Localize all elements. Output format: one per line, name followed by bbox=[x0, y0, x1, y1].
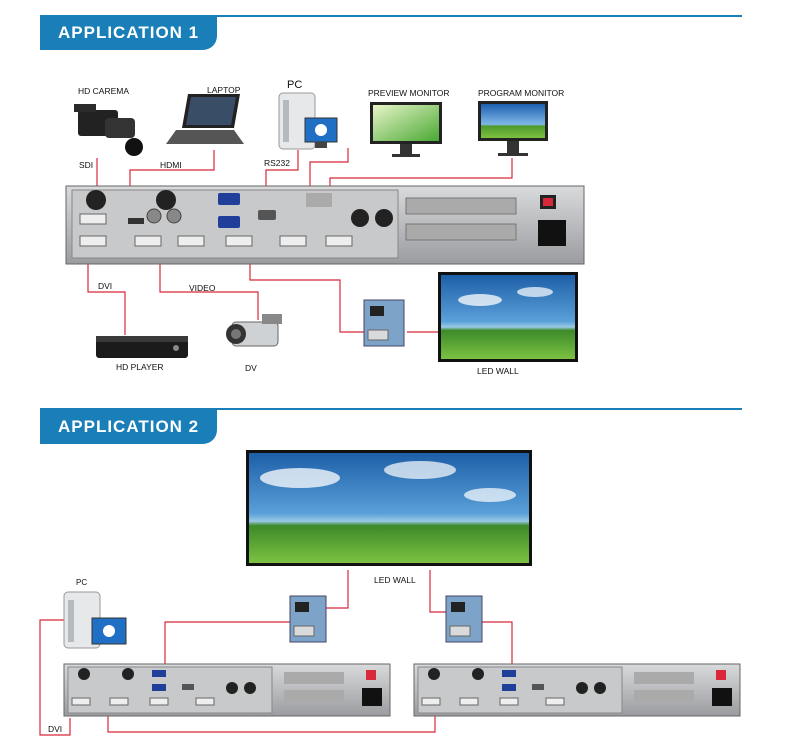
receiving-card-app2-right-icon bbox=[445, 595, 483, 643]
led-wall-app1 bbox=[438, 272, 578, 362]
section2-title: APPLICATION 2 bbox=[40, 410, 218, 444]
rs232-label: RS232 bbox=[264, 158, 290, 168]
led-wall2-label: LED WALL bbox=[374, 575, 416, 585]
dv-label: DV bbox=[245, 363, 257, 373]
hd-camera-icon bbox=[74, 104, 143, 156]
laptop-label: LAPTOP bbox=[207, 85, 241, 95]
receiving-card-app2-left-icon bbox=[289, 595, 327, 643]
camera-label: HD CAREMA bbox=[78, 86, 130, 96]
section1-rule bbox=[40, 15, 742, 17]
dvi-label: DVI bbox=[98, 281, 113, 291]
hd-player-icon bbox=[96, 336, 188, 358]
pc-label: PC bbox=[287, 79, 303, 91]
laptop-icon bbox=[166, 94, 244, 144]
video-label: VIDEO bbox=[189, 283, 216, 293]
program-monitor-label: PROGRAM MONITOR bbox=[478, 88, 565, 98]
dvi2-label: DVI bbox=[48, 724, 63, 734]
switcher-unit-app1 bbox=[65, 185, 585, 265]
receiving-card-app1-icon bbox=[363, 299, 405, 347]
hdmi-label: HDMI bbox=[160, 160, 182, 170]
preview-monitor-label: PREVIEW MONITOR bbox=[368, 88, 450, 98]
section2-rule bbox=[40, 408, 742, 410]
section1-title: APPLICATION 1 bbox=[40, 16, 218, 50]
switcher-unit-app2-left bbox=[63, 663, 391, 717]
hd-player-label: HD PLAYER bbox=[116, 362, 164, 372]
program-monitor-icon bbox=[478, 101, 548, 156]
pc2-icon bbox=[63, 591, 127, 649]
dv-camcorder-icon bbox=[226, 314, 282, 347]
pc2-label: PC bbox=[76, 578, 88, 587]
switcher-unit-app2-right bbox=[413, 663, 741, 717]
led-wall-app2 bbox=[246, 450, 532, 566]
preview-monitor-icon bbox=[370, 102, 442, 157]
pc-icon bbox=[278, 92, 338, 150]
sdi-label: SDI bbox=[79, 160, 94, 170]
led-wall-label: LED WALL bbox=[477, 366, 519, 376]
